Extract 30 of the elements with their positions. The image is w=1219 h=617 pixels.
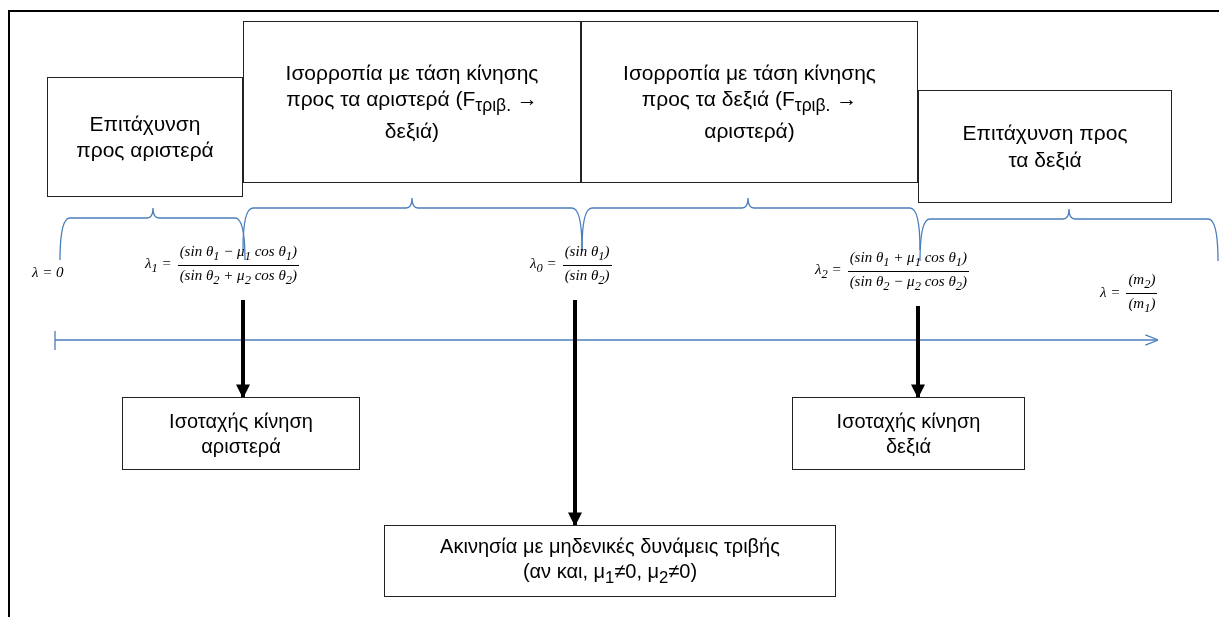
denominator: (sin θ$_{2}$ − μ$_{2}$ cos θ$_{2}$) — [848, 271, 969, 294]
denominator: (m$_{1}$) — [1127, 293, 1157, 316]
denominator: (sin θ$_{2}$ + μ$_{2}$ cos θ$_{2}$) — [178, 265, 299, 288]
state-box — [792, 397, 1025, 470]
formula-lhs: λ$_{2}$ = — [814, 259, 843, 283]
state-box — [47, 77, 243, 197]
numerator: (sin θ$_{1}$ + μ$_{1}$ cos θ$_{1}$) — [848, 248, 969, 271]
state-box — [122, 397, 360, 470]
formula-lhs: λ$_{0}$ = — [529, 253, 558, 277]
box-text: Ακινησία με μηδενικές δυνάμεις τριβής (αν και, μ$_{1}$≠0, μ$_{2}$≠0) — [439, 533, 781, 589]
denominator: (sin θ$_{2}$) — [563, 265, 611, 288]
arrow — [911, 306, 925, 399]
formula-lhs: λ = — [1099, 283, 1122, 303]
arrow — [236, 300, 250, 399]
arrow — [568, 300, 582, 527]
box-text: Ισορροπία με τάση κίνησης προς τα αριστερά (F$_{τριβ.}$ → δεξιά) — [284, 60, 540, 144]
numerator: (sin θ$_{1}$ − μ$_{1}$ cos θ$_{1}$) — [178, 242, 299, 265]
state-box — [581, 21, 918, 183]
box-text: Ισοταχής κίνηση δεξιά — [835, 408, 982, 459]
box-text: Επιτάχυνση προς τα δεξιά — [961, 120, 1129, 173]
state-box — [243, 21, 581, 183]
numerator: (m$_{2}$) — [1127, 270, 1157, 293]
state-box — [918, 90, 1172, 203]
formula-lhs: λ$_{1}$ = — [144, 253, 173, 277]
box-text: Επιτάχυνση προς αριστερά — [76, 110, 214, 163]
formula: λ = 0 — [31, 263, 65, 283]
box-text: Ισορροπία με τάση κίνησης προς τα δεξιά (F$_{τριβ.}$ → αριστερά) — [622, 60, 877, 144]
state-box — [384, 525, 836, 597]
box-text: Ισοταχής κίνηση αριστερά — [168, 408, 314, 459]
numerator: (sin θ$_{1}$) — [563, 242, 611, 265]
